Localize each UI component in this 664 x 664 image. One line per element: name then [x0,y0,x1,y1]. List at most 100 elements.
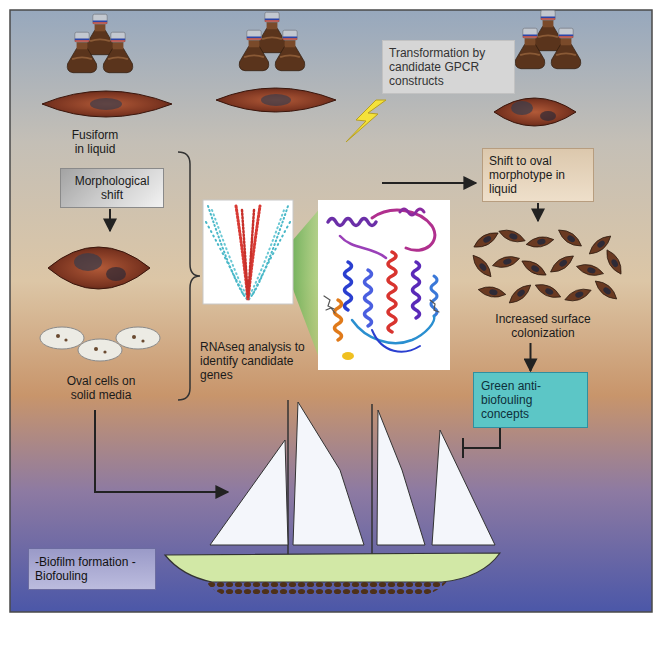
protein-structure [342,352,354,360]
cell-illustration-caption: Increased surface colonization [468,222,618,342]
protein-structure [340,236,386,258]
cell-illustration [511,101,533,115]
node-text: Green anti-biofouling concepts [481,379,580,421]
volcano-plot [203,200,293,304]
volcano-plot [252,222,290,296]
caption: RNAseq analysis to identify candidate ge… [200,340,312,382]
colonizing-cells [556,226,585,250]
protein-structure [335,300,342,340]
volcano-plot [236,206,260,300]
ship [165,553,500,582]
volcano-plot [208,206,288,300]
process-arrow [95,410,228,492]
caption: Fusiform in liquid [66,128,124,156]
process-box: Transformation by candidate GPCR constru… [382,40,515,94]
flask-group [515,28,545,69]
flask-group [103,32,133,73]
cell-illustration [216,88,336,112]
petri-dish [103,350,106,353]
petri-dish [141,339,144,342]
petri-dish [132,335,136,339]
colonizing-cells [491,254,521,271]
node-text: Shift to oval morphotype in liquid [489,154,587,196]
flask-group [257,12,287,53]
cell-illustration [42,91,172,117]
colonizing-cells [575,262,605,279]
protein-structure [352,316,434,343]
protein-structure [372,330,420,352]
colonizing-cells [603,247,625,276]
petri-dish [40,327,160,361]
ship [205,580,448,596]
process-box: Morphological shift [60,168,164,208]
ship [293,402,364,545]
volcano-plot [203,200,293,304]
node-text: Increased surface colonization [480,312,606,340]
volcano-plot [206,222,244,296]
petri-dish [40,327,84,349]
colonizing-cells [469,252,495,280]
protein-structure [400,209,424,215]
petri-dish [56,334,60,338]
protein-structure [413,262,420,318]
protein-structure [372,210,435,250]
problem-box: -Biofilm formation -Biofouling [28,548,156,590]
node-text: Morphological shift [68,174,156,202]
cell-illustration [106,267,126,281]
protein-structure [318,200,450,370]
petri-dish [94,347,98,351]
protein-structure [345,262,352,310]
inhibition-line [463,428,500,458]
flask-group [551,28,581,69]
lightning-bolt [346,100,386,142]
flask-group [275,30,305,71]
petri-dish [116,327,160,349]
flask-group [85,14,115,55]
flow-arrow [109,209,111,231]
protein-structure [365,270,372,326]
cell-illustration [261,94,291,106]
flow-arrow [537,203,539,221]
node-text: -Biofilm formation -Biofouling [35,555,149,583]
colonizing-cells [469,226,625,307]
colonizing-cells [563,286,593,305]
cell-illustration [90,98,122,110]
colonizing-cells [506,281,534,307]
colonizing-cells [471,229,500,251]
ship [371,404,373,556]
process-box: Shift to oval morphotype in liquid [482,148,594,202]
cell-illustration [74,253,102,271]
colonizing-cells [497,227,527,246]
petri-dish [78,339,122,361]
flask-group [533,10,563,51]
colonizing-cells [519,257,548,279]
colonizing-cells [477,285,506,300]
background-panel [10,10,652,612]
colonizing-cells [592,277,620,303]
cell-illustration [48,247,150,289]
protein-structure [328,219,376,226]
colonizing-cells [548,252,577,276]
ship [165,400,500,596]
colonizing-cells [533,281,563,302]
protein-structure [430,300,439,312]
ship [377,410,425,545]
node-text: Transformation by candidate GPCR constru… [389,46,508,88]
protein-structure [318,200,450,370]
flow-arrow [530,343,532,371]
cell-illustration [494,98,576,126]
protein-structure [388,252,396,332]
cell-illustration-caption: Oval cells on solid media [42,232,160,404]
bracket [178,152,200,400]
protein-structure [324,296,335,313]
colonizing-cells [525,235,554,250]
flask-group [239,30,269,71]
volcano-plot [242,210,254,298]
node-text: Oval cells on solid media [56,374,146,402]
petri-dish [64,338,67,341]
flask-group [67,32,97,73]
concept-box: Green anti-biofouling concepts [473,372,588,428]
process-arrow [382,182,476,184]
cell-illustration [540,111,556,121]
